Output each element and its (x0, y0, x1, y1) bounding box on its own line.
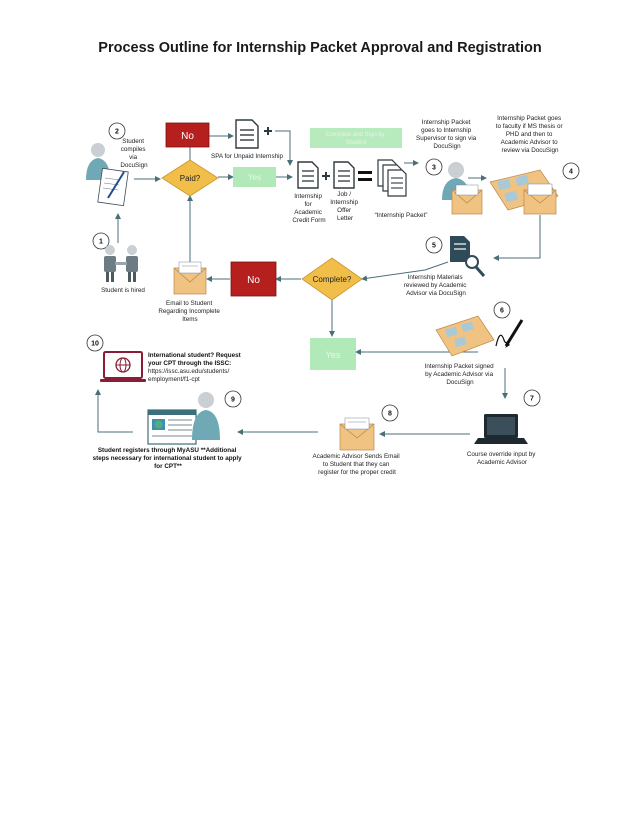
step-number-6: 6 (493, 301, 511, 319)
label-academic-credit-form: Internship for Academic Credit Form (292, 193, 325, 224)
decision-complete: Complete? (301, 257, 363, 301)
envelope-icon-step8 (339, 417, 375, 451)
svg-text:10: 10 (91, 341, 99, 348)
signature-pen-icon (495, 319, 524, 348)
envelope-icon-step4 (523, 183, 557, 215)
svg-text:2: 2 (115, 129, 119, 136)
decision-paid-label: Paid? (180, 174, 201, 183)
label-override: Course override input by Academic Adviso… (467, 451, 537, 466)
browser-window-icon (147, 409, 197, 445)
offer-letter-icon (333, 161, 355, 189)
signing-desk-icon (435, 315, 495, 357)
svg-text:5: 5 (432, 243, 436, 250)
label-offer-letter: Job / Internship Offer Letter (330, 191, 359, 222)
decision-complete-label: Complete? (313, 275, 352, 284)
equals-icon (358, 171, 372, 181)
svg-text:9: 9 (231, 397, 235, 404)
step-number-5: 5 (425, 236, 443, 254)
laptop-icon (474, 414, 528, 444)
svg-text:6: 6 (500, 308, 504, 315)
step-number-2: 2 (108, 122, 126, 140)
svg-text:1: 1 (99, 239, 103, 246)
internship-packet-icon (377, 159, 407, 197)
label-international: International student? Request your CPT … (148, 352, 242, 367)
step-number-8: 8 (381, 404, 399, 422)
handshake-icon (104, 245, 138, 282)
plus-icon (322, 172, 330, 180)
arrow-4-to-5 (493, 215, 541, 261)
no-box-top: No (165, 122, 210, 148)
label-internship-packet: “Internship Packet” (375, 212, 428, 219)
student-with-document-icon (86, 143, 129, 207)
envelope-icon-step3 (451, 184, 483, 215)
step-number-1: 1 (92, 232, 110, 250)
complete-sign-box: Complete and Sign by Student (310, 128, 402, 148)
step-number-9: 9 (224, 390, 242, 408)
svg-text:4: 4 (569, 169, 573, 176)
svg-text:7: 7 (530, 396, 534, 403)
yes-box-top: Yes (233, 167, 276, 187)
globe-laptop-icon (100, 351, 146, 382)
label-faculty: Internship Packet goes to faculty if MS … (496, 115, 565, 154)
arrow-spa-to-forms (275, 130, 293, 166)
yes-box-bottom-label: Yes (326, 350, 341, 360)
envelope-icon-incomplete (173, 261, 207, 295)
no-box-middle-label: No (247, 275, 260, 286)
yes-box-bottom: Yes (310, 338, 356, 370)
yes-box-top-label: Yes (248, 173, 261, 182)
document-magnifier-icon (450, 236, 486, 277)
label-reviewed: Internship Materials reviewed by Academi… (404, 274, 468, 297)
label-student-compiles: Student compiles via DocuSign (120, 138, 148, 169)
svg-text:Complete and Sign by Stu: Complete and Sign by Student (326, 132, 387, 146)
spa-document-icon (235, 119, 272, 149)
decision-paid: Paid? (161, 159, 219, 197)
step-number-10: 10 (86, 334, 104, 352)
page-title: Process Outline for Internship Packet Ap… (98, 40, 542, 56)
label-myasu: Student registers through MyASU **Additi… (93, 447, 244, 470)
step-number-7: 7 (523, 389, 541, 407)
svg-text:3: 3 (432, 165, 436, 172)
label-spa: SPA for Unpaid Internship (211, 153, 283, 160)
label-issc-url: https://issc.asu.edu/students/ employmen… (148, 368, 231, 383)
no-box-middle: No (230, 261, 277, 297)
label-advisor-email: Academic Advisor Sends Email to Student … (313, 453, 402, 476)
svg-text:8: 8 (388, 411, 392, 418)
label-student-hired: Student is hired (101, 287, 145, 294)
student-person-icon (192, 392, 220, 440)
label-email-incomplete: Email to Student Regarding Incomplete It… (158, 300, 221, 323)
academic-credit-form-icon (297, 161, 319, 189)
arrow-9-to-10 (95, 389, 133, 433)
step-number-3: 3 (425, 158, 443, 176)
no-box-top-label: No (181, 131, 194, 142)
step-number-4: 4 (562, 162, 580, 180)
label-signed: Internship Packet signed by Academic Adv… (425, 363, 496, 386)
arrow-5-to-complete (361, 261, 449, 282)
label-supervisor: Internship Packet goes to Internship Sup… (416, 119, 478, 150)
